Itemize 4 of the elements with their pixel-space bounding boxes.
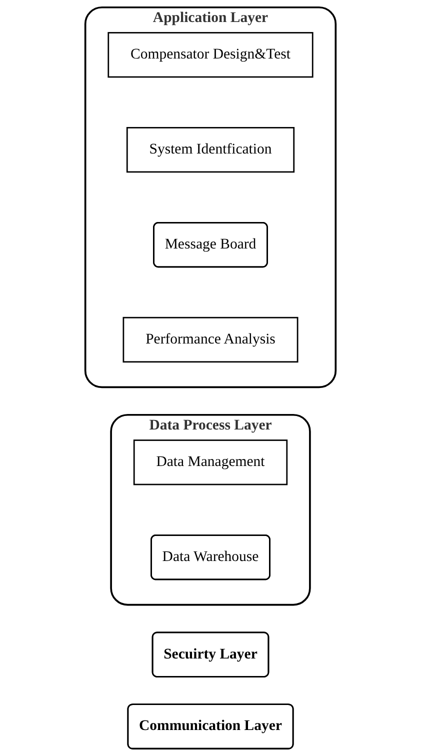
- node-box: Data Management: [133, 440, 288, 486]
- node-box: System Identfication: [126, 127, 295, 173]
- node-box: Performance Analysis: [122, 316, 298, 363]
- node-box: Compensator Design&Test: [108, 32, 314, 78]
